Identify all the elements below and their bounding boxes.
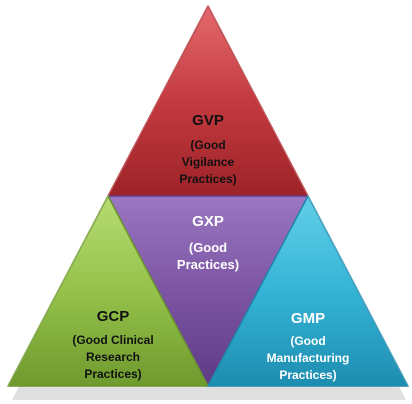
gmp-triangle bbox=[207, 195, 409, 387]
gvp-title: GVP bbox=[192, 112, 224, 129]
gcp-triangle bbox=[7, 195, 209, 387]
gmp-title: GMP bbox=[290, 310, 326, 327]
gvp-label: GVP (Good Vigilance Practices) bbox=[153, 112, 263, 188]
gcp-line1: (Good Clinical bbox=[72, 333, 154, 347]
pyramid-outline-highlight bbox=[7, 4, 409, 387]
gxp-title: GXP bbox=[192, 213, 224, 230]
gmp-line2: Manufacturing bbox=[266, 351, 350, 365]
gxp-line2: Practices) bbox=[176, 257, 240, 272]
gcp-line3: Practices) bbox=[84, 367, 142, 381]
gvp-line3: Practices) bbox=[179, 172, 237, 186]
gmp-line1: (Good bbox=[290, 334, 326, 348]
gvp-line1: (Good bbox=[190, 138, 226, 152]
gxp-label: GXP (Good Practices) bbox=[153, 213, 263, 273]
gcp-line2: Research bbox=[85, 350, 141, 364]
gxp-line1: (Good bbox=[188, 240, 228, 255]
gcp-title: GCP bbox=[96, 308, 130, 325]
gmp-line3: Practices) bbox=[279, 368, 337, 382]
gvp-line2: Vigilance bbox=[181, 155, 235, 169]
gcp-label: GCP (Good Clinical Research Practices) bbox=[58, 308, 168, 383]
gmp-label: GMP (Good Manufacturing Practices) bbox=[248, 310, 368, 384]
